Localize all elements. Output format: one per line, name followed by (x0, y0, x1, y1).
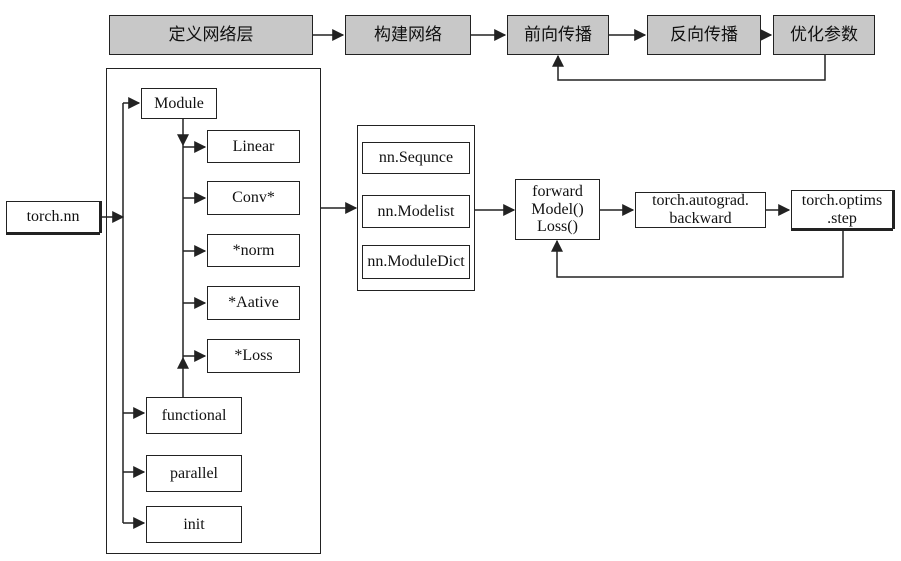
node-label: Linear (232, 137, 275, 155)
node-label-line: forward (532, 183, 583, 201)
module-child-conv: Conv* (207, 181, 300, 215)
parallel-node: parallel (146, 455, 242, 492)
node-label: functional (161, 406, 227, 424)
flow-step-optimize: 优化参数 (773, 15, 875, 55)
torch-nn-group (106, 68, 321, 554)
module-child-loss: *Loss (207, 339, 300, 373)
module-child-activation: *Aative (207, 286, 300, 320)
node-label: *norm (232, 241, 275, 259)
container-sequential: nn.Sequnce (362, 142, 470, 174)
module-child-linear: Linear (207, 130, 300, 163)
flow-step-label: 定义网络层 (168, 24, 254, 45)
node-label: nn.Sequnce (378, 149, 454, 167)
backward-node: torch.autograd. backward (635, 192, 766, 228)
node-label: nn.ModuleDict (367, 253, 465, 271)
node-label: *Loss (234, 347, 273, 365)
functional-node: functional (146, 397, 242, 434)
forward-node: forward Model() Loss() (515, 179, 600, 240)
optimizer-step-node: torch.optims .step (791, 190, 893, 229)
node-label: init (183, 515, 205, 533)
flow-step-backward: 反向传播 (647, 15, 761, 55)
flow-step-forward: 前向传播 (507, 15, 609, 55)
module-node: Module (141, 88, 217, 119)
flow-step-build-network: 构建网络 (345, 15, 471, 55)
node-label: Conv* (232, 189, 275, 207)
node-label: parallel (170, 464, 218, 482)
node-label-line: .step (827, 209, 857, 227)
flow-step-label: 优化参数 (790, 24, 858, 45)
container-modulelist: nn.Modelist (362, 195, 470, 228)
node-label-line: torch.autograd. (652, 192, 749, 210)
node-label-line: Model() (531, 200, 584, 218)
node-label-line: torch.optims (801, 191, 883, 209)
node-label-line: Loss() (537, 218, 578, 236)
module-child-norm: *norm (207, 234, 300, 267)
init-node: init (146, 506, 242, 543)
node-label: *Aative (228, 294, 279, 312)
containers-group (357, 125, 475, 291)
node-label: nn.Modelist (377, 202, 455, 220)
flow-step-label: 反向传播 (670, 24, 738, 45)
node-label-line: backward (669, 210, 732, 227)
node-label: torch.nn (26, 208, 80, 226)
node-label: Module (154, 94, 204, 112)
torch-nn-node: torch.nn (6, 201, 100, 233)
flow-step-label: 构建网络 (374, 24, 442, 45)
container-moduledict: nn.ModuleDict (362, 245, 470, 279)
flow-step-label: 前向传播 (524, 24, 592, 45)
flow-step-define-layers: 定义网络层 (109, 15, 313, 55)
